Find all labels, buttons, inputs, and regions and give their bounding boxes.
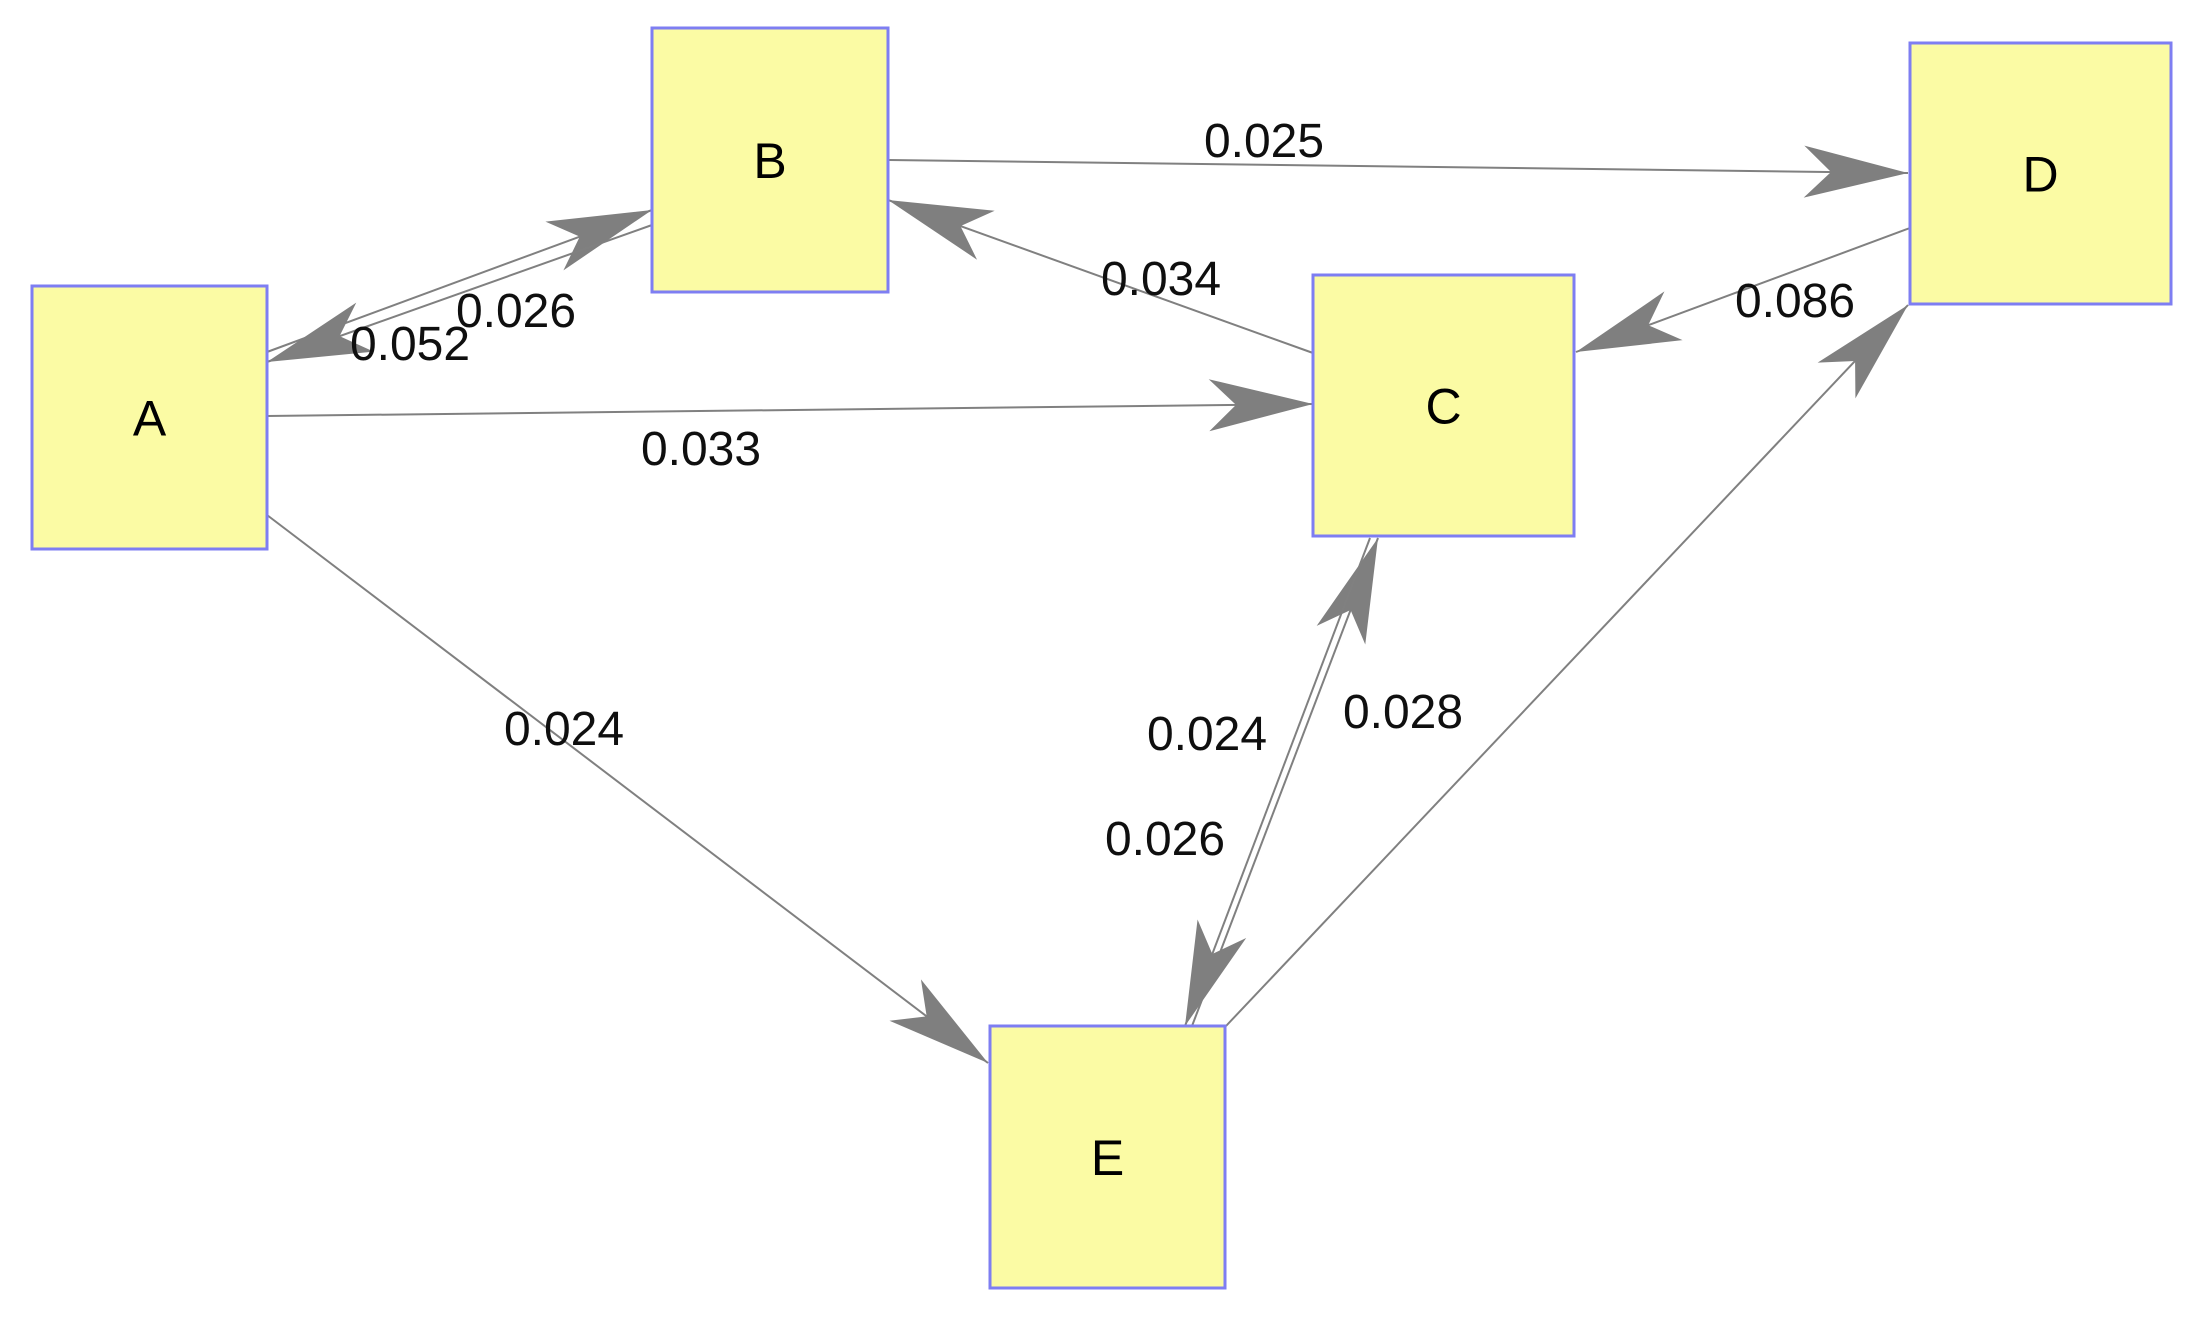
edge-B-to-A (266, 224, 653, 363)
node-label-A: A (133, 391, 167, 447)
node-group-D: D (1908, 41, 2173, 306)
edge-weight-A-B: 0.026 (456, 285, 576, 338)
node-D[interactable] (1908, 41, 2173, 306)
edge-A-to-C (266, 379, 1314, 432)
node-group-C: C (1311, 273, 1576, 538)
node-label-B: B (753, 133, 786, 189)
edge-weight-C-E: 0.026 (1105, 813, 1225, 866)
edge-E-to-C (1191, 537, 1379, 1027)
edges-layer (266, 145, 1911, 1064)
node-group-B: B (650, 26, 890, 294)
edge-D-to-C (1575, 227, 1911, 353)
edge-C-to-B (887, 199, 1314, 354)
node-C[interactable] (1311, 273, 1576, 538)
node-A[interactable] (30, 284, 269, 551)
edge-weight-C-B: 0.034 (1101, 253, 1221, 306)
node-label-E: E (1091, 1130, 1124, 1186)
edge-C-to-E (1184, 537, 1371, 1027)
edge-weight-D-C: 0.086 (1735, 275, 1855, 328)
node-group-E: E (988, 1024, 1227, 1290)
edge-weight-E-D: 0.028 (1343, 686, 1463, 739)
edge-weight-A-E: 0.024 (504, 703, 624, 756)
edge-weight-B-D: 0.025 (1204, 115, 1324, 168)
edge-B-to-D (887, 145, 1909, 198)
nodes-layer: A B C D E (30, 26, 2173, 1290)
edge-weight-B-A: 0.052 (350, 318, 470, 371)
edge-weight-A-C: 0.033 (641, 423, 761, 476)
edge-A-to-E (266, 514, 989, 1064)
node-label-D: D (2022, 147, 2058, 203)
edge-weight-E-C: 0.024 (1147, 708, 1267, 761)
edge-E-to-D (1225, 304, 1909, 1027)
node-B[interactable] (650, 26, 890, 294)
node-group-A: A (30, 284, 269, 551)
node-label-C: C (1425, 379, 1461, 435)
node-E[interactable] (988, 1024, 1227, 1290)
